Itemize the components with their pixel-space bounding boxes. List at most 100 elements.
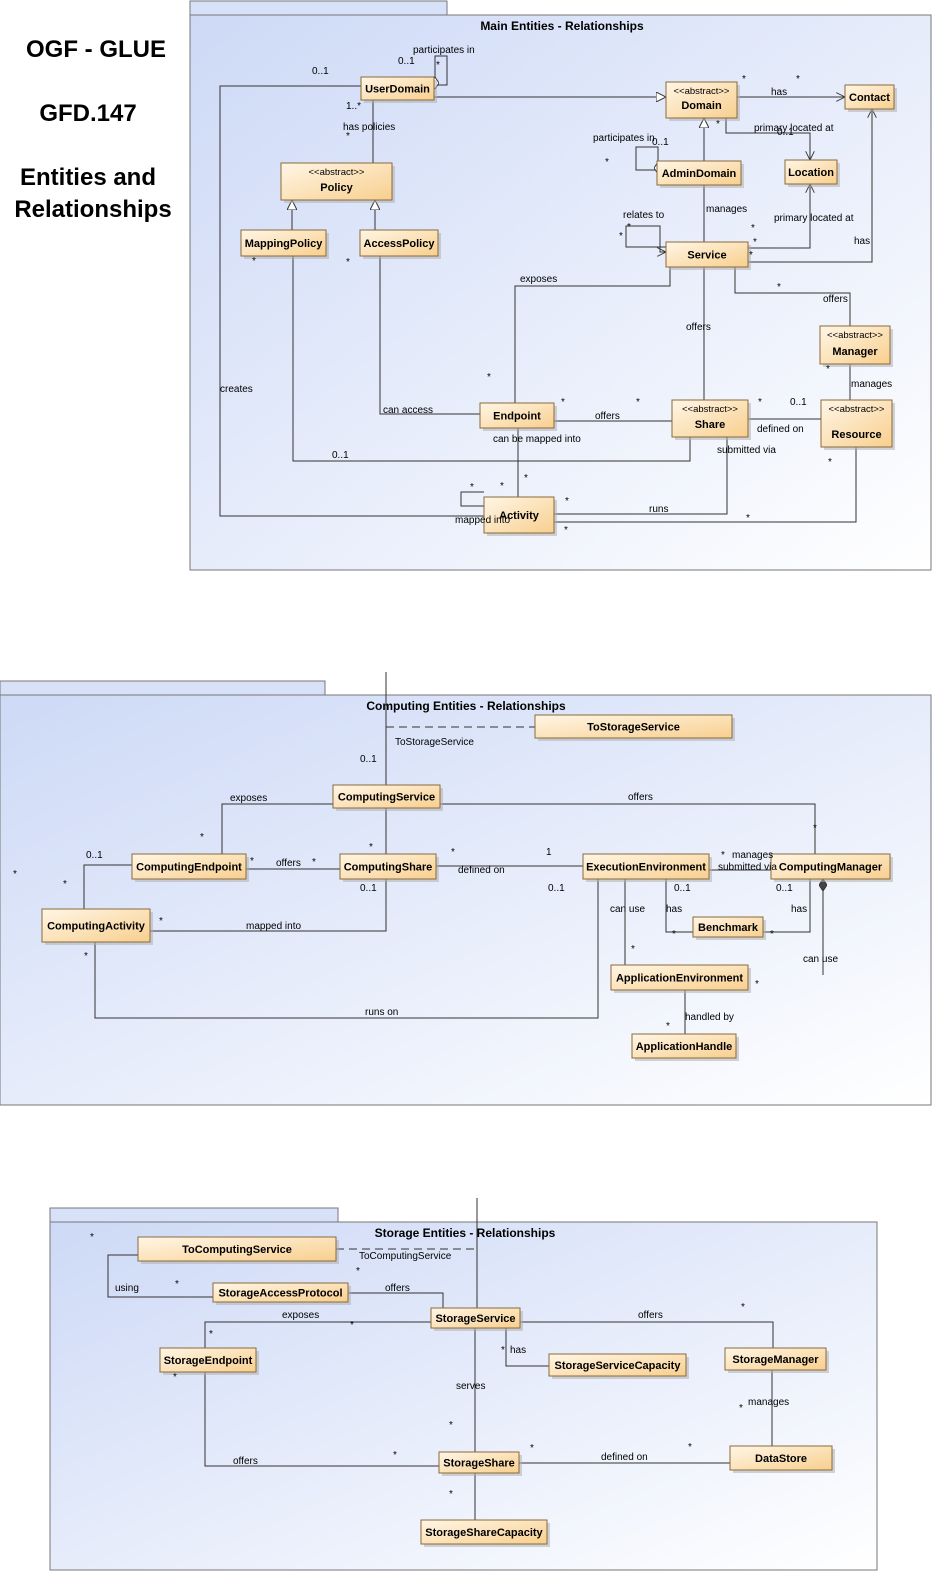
edge-label: offers (233, 1456, 258, 1467)
edge-label: * (312, 857, 316, 868)
class-executionenvironment[interactable]: ExecutionEnvironment (582, 853, 712, 882)
class-admindomain[interactable]: AdminDomain (656, 160, 744, 188)
edge-label: * (742, 74, 746, 85)
edge-label: runs (649, 504, 668, 515)
class-computingmanager[interactable]: ComputingManager (770, 853, 893, 882)
class-datastore[interactable]: DataStore (729, 1445, 835, 1473)
class-service[interactable]: Service (665, 241, 751, 270)
edge-label: * (356, 1266, 360, 1277)
class-applicationenvironment[interactable]: ApplicationEnvironment (610, 964, 751, 993)
class-userdomain[interactable]: UserDomain (360, 76, 437, 103)
class-accesspolicy[interactable]: AccessPolicy (359, 229, 441, 259)
class-name: StorageServiceCapacity (555, 1360, 682, 1372)
edge-label: exposes (282, 1310, 319, 1321)
edge-label: using (115, 1283, 139, 1294)
class-stereotype: <<abstract>> (309, 167, 365, 178)
class-applicationhandle[interactable]: ApplicationHandle (631, 1033, 739, 1061)
class-activity[interactable]: Activity (483, 496, 557, 536)
association-line (150, 879, 387, 932)
class-manager[interactable]: <<abstract>>Manager (819, 325, 893, 367)
edge-label: * (451, 847, 455, 858)
class-tostorageservice[interactable]: ToStorageService (534, 714, 735, 741)
edge-label: offers (276, 858, 301, 869)
edge-label: * (755, 979, 759, 990)
edge-label: * (564, 525, 568, 536)
edge-label: offers (628, 792, 653, 803)
edge-label: * (627, 222, 631, 233)
edge-label: * (449, 1420, 453, 1431)
edge-label: participates in (593, 133, 655, 144)
association-line (514, 266, 670, 403)
class-name: Location (788, 167, 834, 179)
edge-label: primary located at (754, 123, 834, 134)
class-storageservicecapacity[interactable]: StorageServiceCapacity (548, 1353, 689, 1379)
class-policy[interactable]: <<abstract>>Policy (280, 162, 395, 203)
edge-label: * (250, 856, 254, 867)
association-line (107, 1254, 213, 1298)
association-line (460, 491, 484, 507)
class-computingservice[interactable]: ComputingService (332, 784, 443, 811)
class-storagemanager[interactable]: StorageManager (724, 1347, 829, 1373)
edge-label: * (209, 1329, 213, 1340)
class-storageshare[interactable]: StorageShare (438, 1451, 522, 1476)
edge-label: * (739, 1403, 743, 1414)
edge-label: has (510, 1345, 526, 1356)
class-storageendpoint[interactable]: StorageEndpoint (159, 1347, 259, 1375)
class-endpoint[interactable]: Endpoint (479, 402, 557, 431)
edge-label: * (449, 1489, 453, 1500)
class-computingshare[interactable]: ComputingShare (339, 853, 439, 882)
class-name: Domain (681, 100, 722, 112)
edge-label: 0..1 (548, 883, 565, 894)
edge-label: offers (823, 294, 848, 305)
edge-label: submitted via (718, 862, 777, 873)
class-storageservice[interactable]: StorageService (430, 1307, 523, 1331)
class-contact[interactable]: Contact (844, 84, 897, 112)
edge-label: offers (638, 1310, 663, 1321)
class-domain[interactable]: <<abstract>> Domain (665, 81, 740, 121)
edge-label: participates in (413, 45, 475, 56)
class-name: StorageEndpoint (164, 1355, 253, 1367)
edge-label: * (741, 1302, 745, 1313)
association-line (554, 447, 857, 523)
edge-label: defined on (601, 1452, 648, 1463)
class-tocomputingservice[interactable]: ToComputingService (137, 1236, 339, 1264)
edge-label: * (605, 157, 609, 168)
edge-label: * (716, 119, 720, 130)
edge-label: defined on (458, 865, 505, 876)
edge-label: has (771, 87, 787, 98)
class-mappingpolicy[interactable]: MappingPolicy (240, 229, 329, 259)
edge-label: can be mapped into (493, 434, 581, 445)
edge-label: * (813, 823, 817, 834)
edge-label: * (159, 916, 163, 927)
edge-label: * (369, 842, 373, 853)
class-storageaccessprotocol[interactable]: StorageAccessProtocol (212, 1282, 351, 1305)
class-name: ComputingActivity (47, 921, 146, 933)
association-line (506, 1328, 549, 1367)
edge-label: manages (851, 379, 892, 390)
class-share[interactable]: <<abstract>>Share (671, 399, 751, 440)
association-line (735, 267, 851, 326)
edge-label: * (826, 364, 830, 375)
class-name: ExecutionEnvironment (586, 862, 706, 874)
class-computingendpoint[interactable]: ComputingEndpoint (131, 853, 249, 882)
class-computingactivity[interactable]: ComputingActivity (41, 908, 153, 945)
edge-label: * (63, 879, 67, 890)
class-benchmark[interactable]: Benchmark (692, 916, 766, 940)
edge-label: * (350, 1320, 354, 1331)
class-storagesharecapacity[interactable]: StorageShareCapacity (420, 1519, 550, 1547)
edge-label: * (500, 481, 504, 492)
edge-label: * (666, 1021, 670, 1032)
class-name: StorageManager (732, 1354, 819, 1366)
edge-label: mapped into (246, 921, 301, 932)
doc-title-entities: Entities and (19, 164, 157, 191)
edge-label: runs on (365, 1007, 398, 1018)
association-line (725, 118, 810, 160)
edge-label: * (619, 231, 623, 242)
class-location[interactable]: Location (784, 159, 840, 187)
edge-label: offers (595, 411, 620, 422)
edge-label: can use (803, 954, 838, 965)
class-stereotype: <<abstract>> (674, 86, 730, 97)
class-name: StorageShare (443, 1458, 515, 1470)
class-resource[interactable]: <<abstract>>Resource (820, 399, 895, 450)
package-title-computing: Computing Entities - Relationships (366, 699, 566, 713)
